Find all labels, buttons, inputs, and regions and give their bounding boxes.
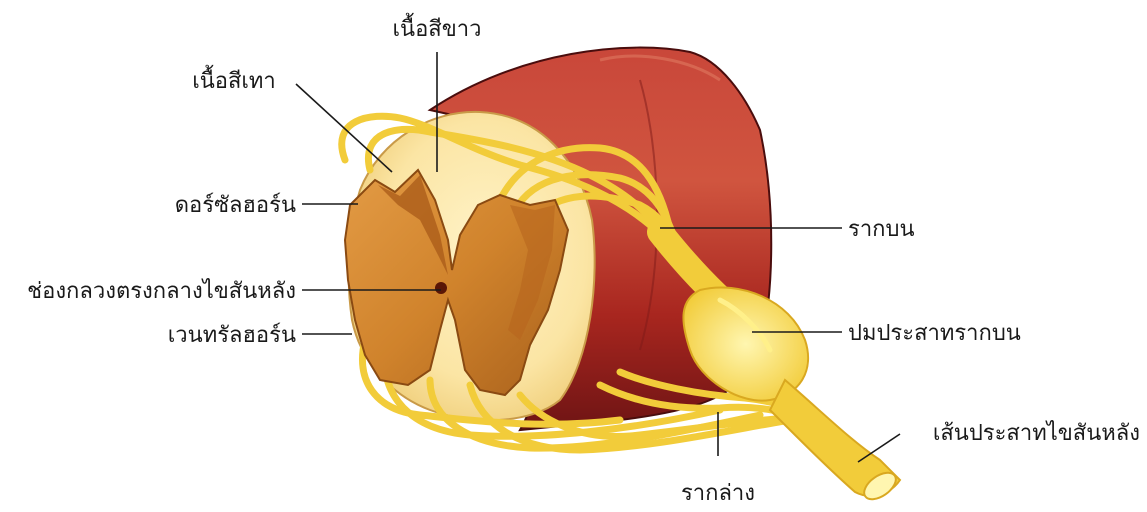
label-white-matter: เนื้อสีขาว — [393, 13, 482, 42]
label-central-canal: ช่องกลวงตรงกลางไขสันหลัง — [27, 278, 296, 304]
label-dorsal-horn: ดอร์ซัลฮอร์น — [175, 193, 296, 218]
label-ventral-horn: เวนทรัลฮอร์น — [168, 323, 296, 348]
label-gray-matter: เนื้อสีเทา — [192, 65, 276, 94]
central-canal — [435, 282, 447, 294]
label-ventral-root: รากล่าง — [681, 481, 755, 506]
label-dorsal-root-ganglion: ปมประสาทรากบน — [848, 321, 1021, 346]
label-spinal-nerve: เส้นประสาทไขสันหลัง — [933, 420, 1140, 446]
label-dorsal-root: รากบน — [848, 217, 915, 242]
